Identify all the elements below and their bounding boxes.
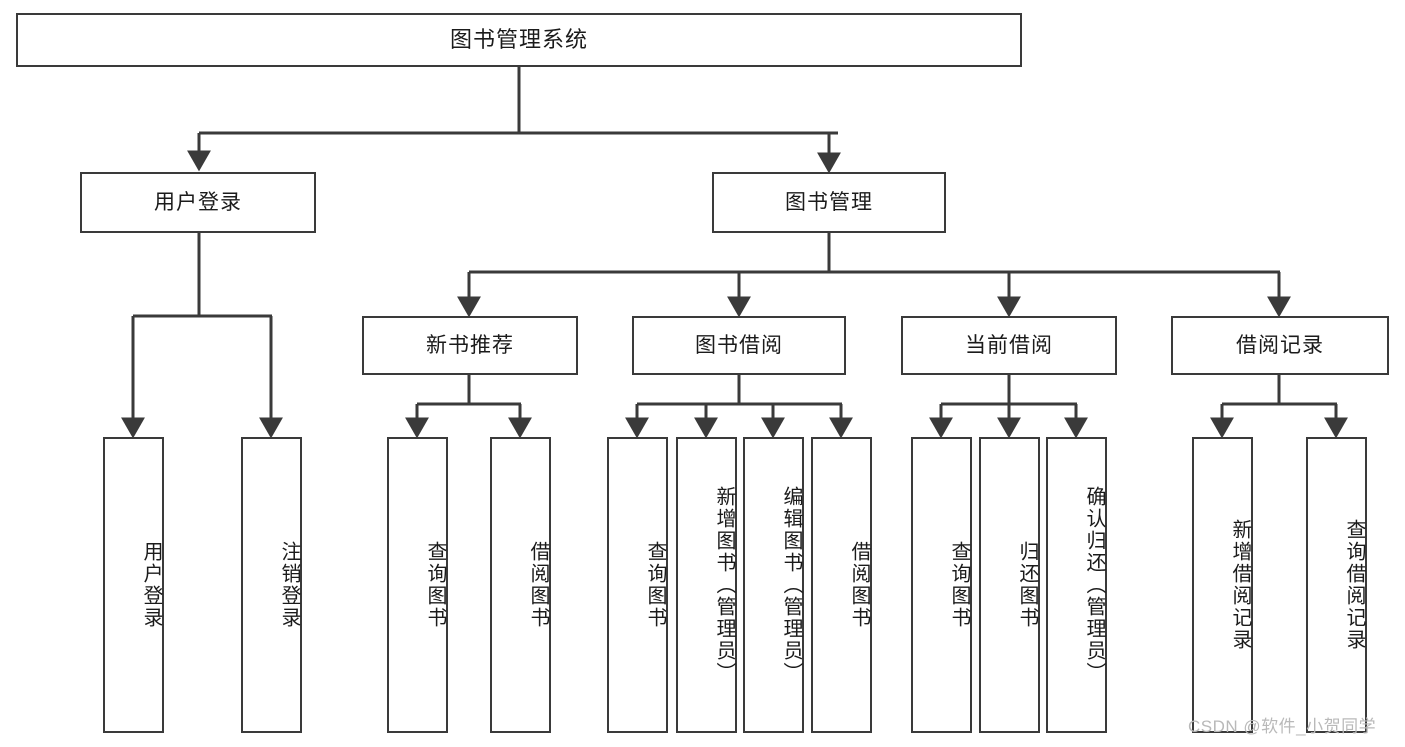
node-new-book-rec-label: 新书推荐 <box>426 333 514 357</box>
leaf-query-record-label: 查询借阅记录 <box>1343 519 1365 651</box>
leaf-confirm-return[interactable]: 确认归还（管理员） <box>1046 437 1107 733</box>
leaf-query-book-1-label: 查询图书 <box>424 541 446 629</box>
leaf-query-record[interactable]: 查询借阅记录 <box>1306 437 1367 733</box>
leaf-add-book[interactable]: 新增图书（管理员） <box>676 437 737 733</box>
leaf-borrow-book-2-label: 借阅图书 <box>848 541 870 629</box>
leaf-query-book-3-label: 查询图书 <box>948 541 970 629</box>
leaf-borrow-book-2[interactable]: 借阅图书 <box>811 437 872 733</box>
leaf-borrow-book-1[interactable]: 借阅图书 <box>490 437 551 733</box>
node-current-borrow-label: 当前借阅 <box>965 333 1053 357</box>
leaf-query-book-2-label: 查询图书 <box>644 541 666 629</box>
leaf-edit-book[interactable]: 编辑图书（管理员） <box>743 437 804 733</box>
leaf-return-book[interactable]: 归还图书 <box>979 437 1040 733</box>
node-borrow-record-label: 借阅记录 <box>1236 333 1324 357</box>
leaf-query-book-3[interactable]: 查询图书 <box>911 437 972 733</box>
node-user-login-label: 用户登录 <box>154 190 242 214</box>
node-borrow-record[interactable]: 借阅记录 <box>1171 316 1389 375</box>
node-root[interactable]: 图书管理系统 <box>16 13 1022 67</box>
leaf-user-logout[interactable]: 注销登录 <box>241 437 302 733</box>
csdn-watermark: CSDN @软件_小贺同学 <box>1188 717 1377 736</box>
node-book-borrow-label: 图书借阅 <box>695 333 783 357</box>
leaf-confirm-return-label: 确认归还（管理员） <box>1083 486 1105 684</box>
leaf-user-logout-label: 注销登录 <box>278 541 300 629</box>
node-user-login[interactable]: 用户登录 <box>80 172 316 233</box>
leaf-query-book-1[interactable]: 查询图书 <box>387 437 448 733</box>
leaf-user-login-label: 用户登录 <box>140 541 162 629</box>
leaf-add-record-label: 新增借阅记录 <box>1229 519 1251 651</box>
leaf-add-record[interactable]: 新增借阅记录 <box>1192 437 1253 733</box>
node-current-borrow[interactable]: 当前借阅 <box>901 316 1117 375</box>
node-book-borrow[interactable]: 图书借阅 <box>632 316 846 375</box>
leaf-add-book-label: 新增图书（管理员） <box>713 486 735 684</box>
leaf-query-book-2[interactable]: 查询图书 <box>607 437 668 733</box>
leaf-user-login[interactable]: 用户登录 <box>103 437 164 733</box>
node-book-manage[interactable]: 图书管理 <box>712 172 946 233</box>
node-new-book-rec[interactable]: 新书推荐 <box>362 316 578 375</box>
node-book-manage-label: 图书管理 <box>785 190 873 214</box>
leaf-edit-book-label: 编辑图书（管理员） <box>780 486 802 684</box>
node-root-label: 图书管理系统 <box>449 26 588 52</box>
leaf-return-book-label: 归还图书 <box>1016 541 1038 629</box>
leaf-borrow-book-1-label: 借阅图书 <box>527 541 549 629</box>
